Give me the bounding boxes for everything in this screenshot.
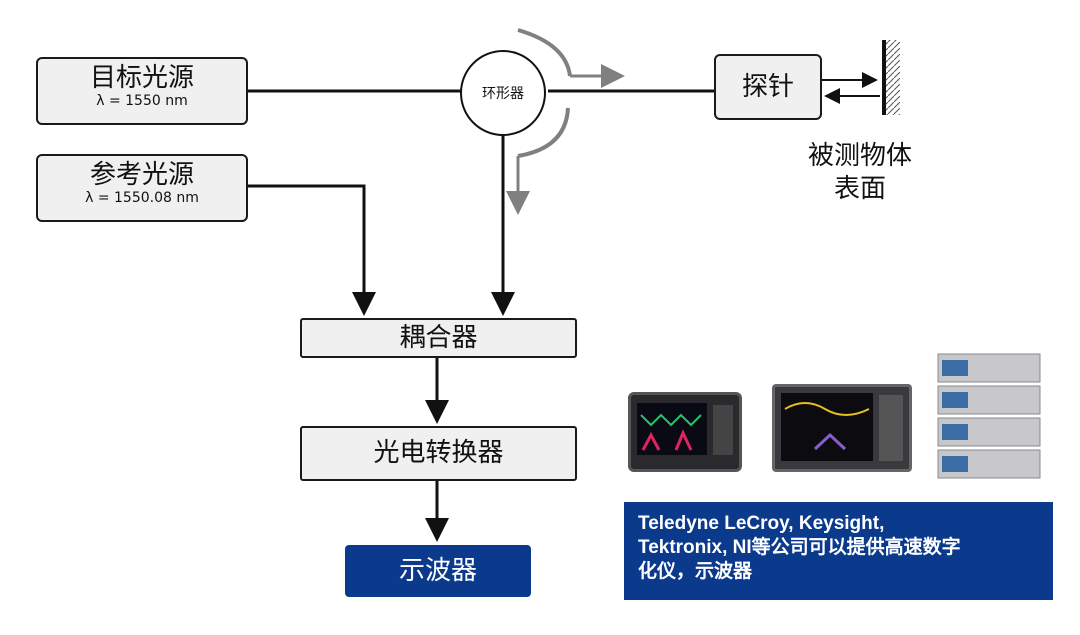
vendor-note-line1: Teledyne LeCroy, Keysight,	[638, 513, 885, 534]
surface-label-line1: 被测物体	[807, 141, 912, 171]
photodetector-label: 光电转换器	[373, 438, 504, 469]
target-source-title: 目标光源	[89, 63, 194, 93]
line-reference-to-coupler	[248, 184, 376, 316]
reference-source-box: 参考光源 λ = 1550.08 nm	[36, 154, 248, 222]
coupler-box: 耦合器	[300, 318, 577, 358]
oscilloscope-image-1	[628, 392, 742, 472]
vendor-note-box: Teledyne LeCroy, Keysight, Tektronix, NI…	[624, 502, 1053, 600]
reference-source-title: 参考光源	[89, 160, 194, 190]
oscilloscope-box: 示波器	[345, 545, 531, 597]
circulator-node: 环形器	[460, 50, 546, 136]
oscilloscope-label: 示波器	[398, 555, 477, 586]
oscilloscope-image-2	[772, 384, 912, 472]
circulator-arc-top	[517, 28, 572, 77]
circulator-arc-bottom	[517, 107, 570, 158]
target-source-wavelength: λ = 1550 nm	[96, 92, 188, 109]
reference-source-wavelength: λ = 1550.08 nm	[85, 189, 199, 206]
circulator-label: 环形器	[482, 86, 524, 102]
photodetector-box: 光电转换器	[300, 426, 577, 481]
surface-hatch	[884, 40, 900, 115]
digitizer-stack-image	[936, 352, 1042, 480]
scope-screen-1	[637, 403, 733, 455]
probe-box: 探针	[714, 54, 822, 120]
target-source-box: 目标光源 λ = 1550 nm	[36, 57, 248, 125]
surface-label: 被测物体 表面	[790, 140, 930, 205]
probe-label: 探针	[741, 71, 794, 102]
digitizer-stack	[937, 353, 1041, 479]
coupler-label: 耦合器	[399, 322, 478, 353]
scope-screen-2	[781, 393, 903, 461]
vendor-note-line2: Tektronix, NI等公司可以提供高速数字	[638, 536, 961, 558]
vendor-note-line3: 化仪，示波器	[638, 560, 753, 582]
surface-label-line2: 表面	[833, 173, 886, 204]
